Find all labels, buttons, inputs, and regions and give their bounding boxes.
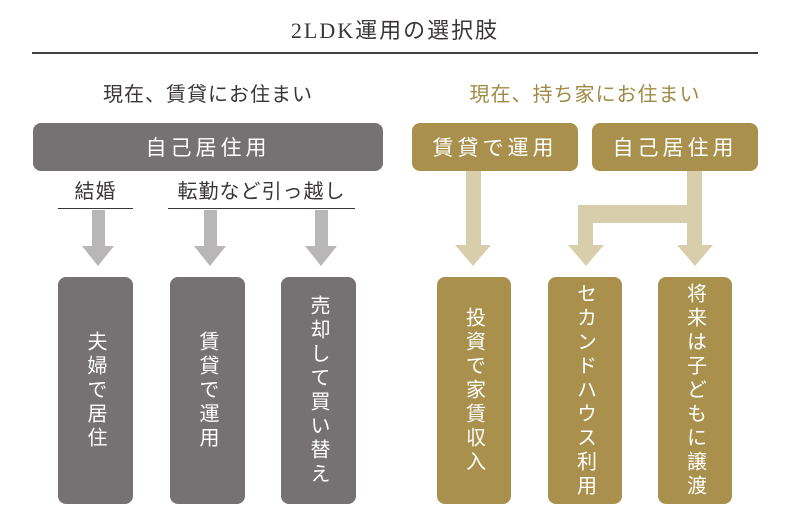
branch-label-marriage: 結婚 (58, 180, 133, 209)
arrow-head (455, 245, 491, 266)
branch-arrow-main-head (677, 245, 713, 266)
arrow-head (305, 246, 337, 266)
option-box-investment-rental-income: 投資で家賃収入 (437, 277, 511, 504)
down-arrow-icon (192, 210, 228, 266)
option-box-second-house-use: セカンドハウス利用 (548, 277, 622, 504)
arrow-shaft (91, 210, 105, 246)
down-arrow-icon (80, 210, 116, 266)
option-box-transfer-to-children: 将来は子どもに譲渡 (658, 277, 732, 504)
branch-arrow-left-shaft (578, 205, 593, 245)
branch-arrow-horizontal-bar (578, 205, 702, 223)
arrow-head (82, 246, 114, 266)
right-top-box-self-residence: 自己居住用 (592, 123, 758, 171)
page-title: 2LDK運用の選択肢 (290, 18, 500, 43)
arrow-shaft (465, 171, 481, 245)
left-top-box-self-residence: 自己居住用 (33, 123, 383, 171)
left-section-heading: 現在、賃貸にお住まい (103, 84, 313, 106)
down-arrow-icon (455, 171, 491, 266)
arrow-shaft (314, 210, 328, 246)
branch-label-relocation: 転勤など引っ越し (168, 180, 355, 209)
arrow-head (194, 246, 226, 266)
option-box-sell-and-replace: 売却して買い替え (281, 277, 356, 504)
option-box-rent-out: 賃貸で運用 (170, 277, 245, 504)
down-arrow-icon (303, 210, 339, 266)
right-section-heading: 現在、持ち家にお住まい (469, 84, 701, 106)
arrow-shaft (203, 210, 217, 246)
title-divider (32, 52, 758, 54)
branch-arrow-left-head (568, 245, 604, 266)
option-box-live-as-couple: 夫婦で居住 (58, 277, 133, 504)
right-top-box-rental-operation: 賃貸で運用 (412, 123, 578, 171)
